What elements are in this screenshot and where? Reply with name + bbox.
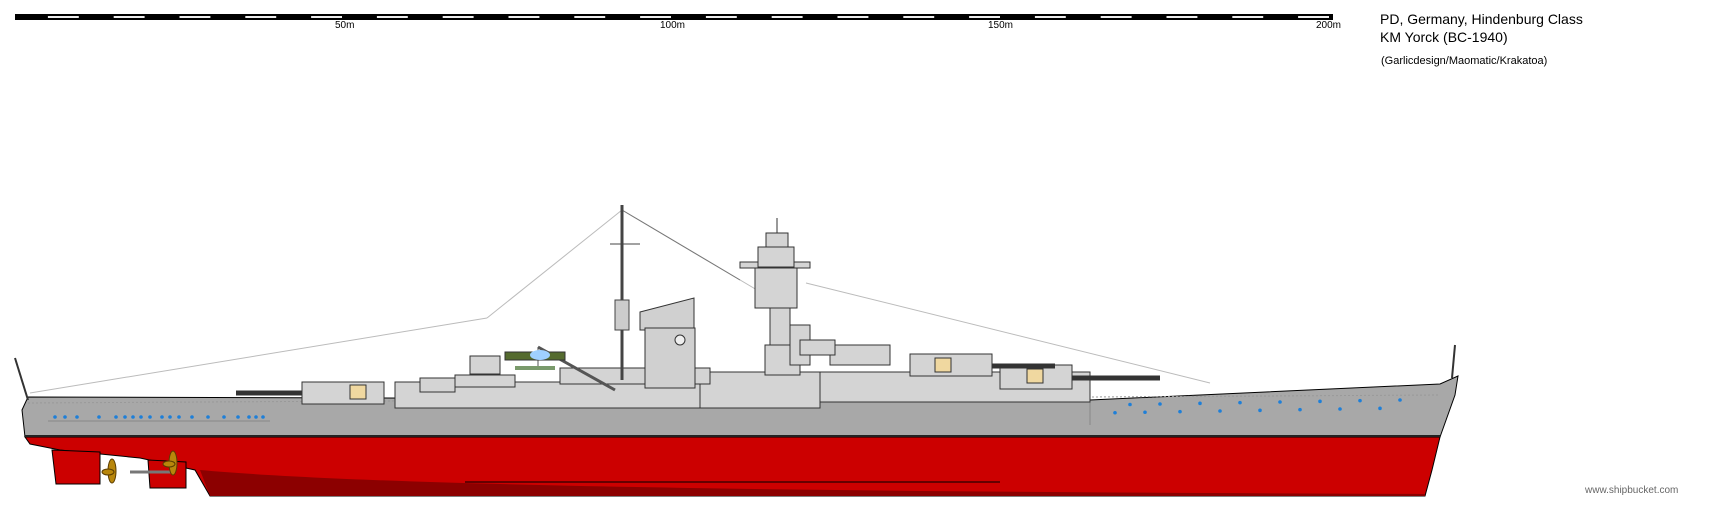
porthole (1258, 408, 1262, 413)
porthole (1238, 400, 1242, 405)
turret-caesar (236, 381, 385, 405)
porthole (1298, 407, 1302, 412)
porthole (1158, 402, 1162, 406)
seaplane (504, 350, 566, 370)
scale-segment (311, 16, 342, 18)
stern-flagstaff (14, 357, 29, 401)
scale-segment (640, 16, 671, 18)
porthole-row (53, 398, 1402, 419)
porthole (1128, 402, 1132, 407)
porthole (222, 415, 226, 419)
scale-segment (376, 16, 408, 18)
porthole (1218, 409, 1222, 413)
porthole (123, 415, 127, 419)
porthole (1318, 399, 1322, 404)
funnel (639, 297, 696, 389)
scale-segment (47, 16, 79, 18)
porthole (63, 415, 67, 419)
scale-bar (15, 14, 1333, 20)
scale-segment (1298, 16, 1329, 18)
porthole (1278, 400, 1282, 404)
porthole (206, 415, 210, 419)
rigging-lines (29, 209, 1211, 394)
scale-segment (903, 16, 935, 18)
hull-shadow (200, 470, 1425, 496)
scale-segment (508, 16, 540, 18)
deck-railing (27, 394, 1441, 404)
porthole (1113, 410, 1117, 415)
porthole (131, 415, 135, 419)
credits: (Garlicdesign/Maomatic/Krakatoa) (1381, 55, 1548, 67)
porthole (254, 415, 258, 419)
porthole (247, 415, 251, 419)
porthole (75, 415, 79, 419)
scale-segment (1100, 16, 1132, 18)
turret-anton (999, 364, 1160, 390)
porthole (139, 415, 143, 419)
scale-label-50m: 50m (335, 20, 355, 31)
rudder (51, 449, 101, 485)
propeller-icon (101, 450, 178, 484)
scale-segment (1034, 16, 1066, 18)
porthole (177, 415, 181, 419)
porthole (168, 415, 172, 419)
drawing-title: PD, Germany, Hindenburg Class (1380, 11, 1583, 27)
ship-name: KM Yorck (BC-1940) (1380, 29, 1508, 45)
main-mast (610, 205, 640, 380)
scale-segment (771, 16, 803, 18)
scale-segment (837, 16, 869, 18)
scale-label-100m: 100m (660, 20, 686, 31)
porthole (1358, 398, 1362, 403)
porthole (1378, 406, 1382, 411)
secondary-turrets (419, 339, 891, 393)
scale-segment (179, 16, 211, 18)
watermark: www.shipbucket.com (1585, 485, 1679, 496)
porthole (53, 415, 57, 419)
porthole (190, 415, 194, 419)
scale-segment (245, 16, 277, 18)
scale-segment (705, 16, 737, 18)
porthole (1178, 409, 1182, 414)
scale-segment (1232, 16, 1264, 18)
porthole (160, 415, 164, 419)
porthole (1398, 398, 1402, 402)
scale-label-200m: 200m (1316, 20, 1342, 31)
turret-bruno (909, 353, 1055, 377)
scale-segment (442, 16, 474, 18)
porthole (1338, 407, 1342, 411)
porthole (148, 415, 152, 419)
porthole (97, 415, 101, 419)
porthole (1198, 401, 1202, 406)
jackstaff (1451, 344, 1456, 379)
porthole (1143, 410, 1147, 415)
porthole (261, 415, 265, 419)
scale-segment (113, 16, 145, 18)
porthole (236, 415, 240, 419)
scale-segment (574, 16, 606, 18)
porthole (114, 415, 118, 419)
scale-label-150m: 150m (988, 20, 1014, 31)
scale-segment (969, 16, 1000, 18)
scale-segment (1166, 16, 1198, 18)
